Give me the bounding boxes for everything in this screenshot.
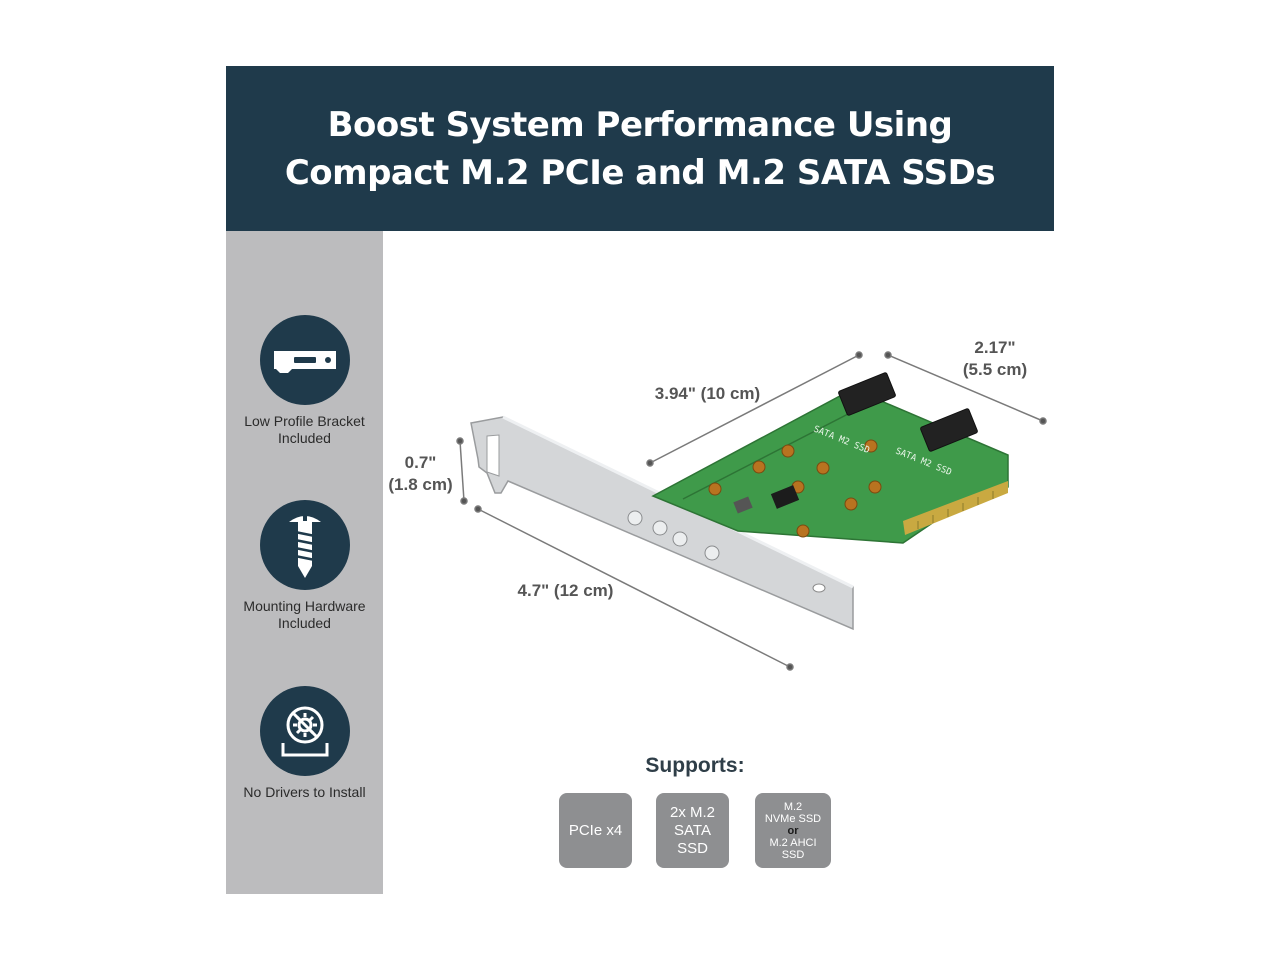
screw-icon [259, 500, 350, 590]
product-stage: SATA M2 SSD SATA M2 SSD 3.94" (10 cm) 2.… [383, 231, 1054, 894]
dimension-height: 0.7" (1.8 cm) [388, 453, 453, 494]
dimension-bracket-length: 4.7" (12 cm) [517, 581, 614, 600]
pcie-bracket [470, 415, 854, 631]
badge-sata-ssd: 2x M.2 SATA SSD [656, 793, 729, 868]
feature-low-profile-bracket: Low Profile Bracket Included [226, 315, 383, 447]
feature-sidebar: Low Profile Bracket Included Mounting Ha… [226, 231, 383, 894]
supports-title: Supports: [645, 754, 745, 777]
badge-pcie-x4: PCIe x4 [559, 793, 632, 868]
badge-nvme-ahci: M.2 NVMe SSD or M.2 AHCI SSD [755, 793, 831, 868]
bracket-icon [259, 315, 350, 405]
feature-mounting-hardware: Mounting Hardware Included [226, 500, 383, 632]
feature-label: No Drivers to Install [243, 784, 366, 800]
feature-no-drivers: No Drivers to Install [226, 686, 383, 801]
no-drivers-icon [259, 686, 350, 776]
dimension-length: 3.94" (10 cm) [654, 384, 761, 403]
pcb-card: SATA M2 SSD SATA M2 SSD [651, 372, 1009, 544]
header-banner: Boost System Performance Using Compact M… [226, 66, 1054, 231]
dimension-width: 2.17" (5.5 cm) [962, 338, 1028, 379]
headline-line-2: Compact M.2 PCIe and M.2 SATA SSDs [284, 152, 996, 193]
headline-line-1: Boost System Performance Using [327, 104, 953, 145]
feature-label: Mounting Hardware Included [243, 598, 366, 631]
product-illustration: SATA M2 SSD SATA M2 SSD [456, 351, 1047, 671]
feature-label: Low Profile Bracket Included [244, 413, 365, 446]
